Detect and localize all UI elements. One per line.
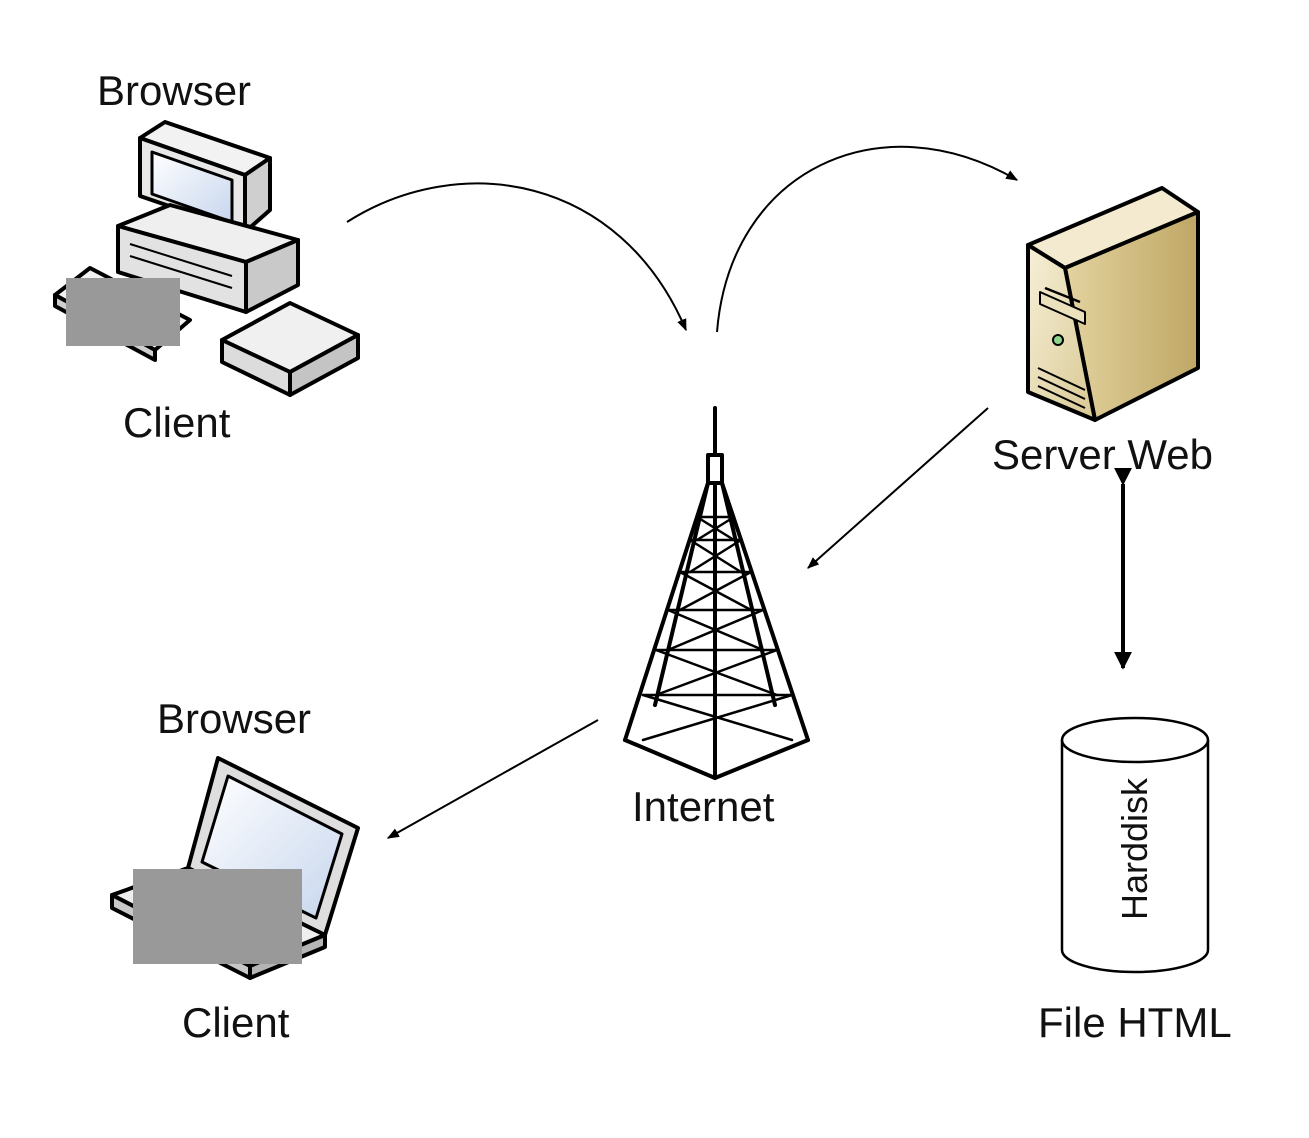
laptop-browser-label: Browser <box>157 695 312 742</box>
desktop-computer-icon <box>53 120 360 397</box>
harddisk-cylinder-icon <box>1060 716 1210 974</box>
antenna-tower-icon <box>623 406 810 780</box>
edge-internet-to-laptop <box>386 719 599 839</box>
redaction-block <box>66 278 180 346</box>
desktop-browser-label: Browser <box>97 67 252 114</box>
file-html-label: File HTML <box>1038 999 1232 1046</box>
server-web-label: Server Web <box>992 431 1213 478</box>
internet-label: Internet <box>632 783 775 830</box>
edge-server-to-internet <box>807 407 989 569</box>
edge-desktop-to-internet <box>346 182 687 332</box>
laptop-client-label: Client <box>182 999 290 1046</box>
edge-internet-to-server <box>716 145 1019 333</box>
redaction-block <box>133 869 302 964</box>
harddisk-label: Harddisk <box>1114 777 1155 920</box>
desktop-client-label: Client <box>123 399 231 446</box>
server-icon <box>1026 186 1200 422</box>
